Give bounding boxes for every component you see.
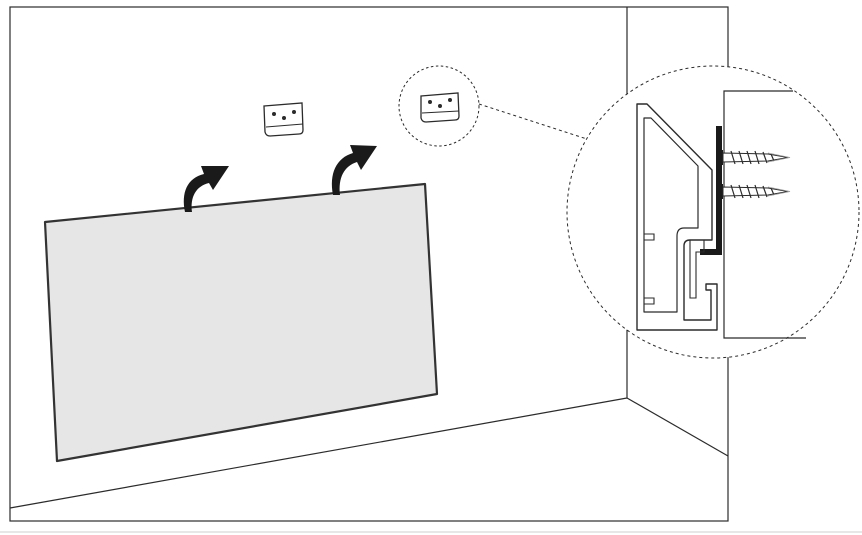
panel-body — [43, 182, 439, 463]
frame-profile-inner — [643, 117, 699, 313]
curved-arrow-icon — [183, 166, 229, 212]
callout-leader-line — [478, 103, 591, 141]
frame-notch-lower — [644, 297, 655, 305]
panel — [43, 182, 439, 463]
wall-section — [723, 90, 806, 339]
screw-icon — [716, 184, 791, 199]
frame-hook-slot — [689, 239, 705, 299]
lift-arrows — [183, 145, 377, 212]
screw-icon — [716, 150, 791, 165]
detail-view — [566, 65, 860, 359]
floor-line-left — [9, 397, 628, 509]
curved-arrow-icon — [331, 145, 377, 195]
bracket-callout — [398, 65, 591, 147]
floor-line-right — [626, 397, 729, 457]
magnifier-circle-icon — [398, 65, 480, 147]
wall-bracket-icon — [263, 102, 304, 137]
wall-bracket-icon — [420, 92, 460, 123]
frame-notch-upper — [644, 233, 655, 241]
